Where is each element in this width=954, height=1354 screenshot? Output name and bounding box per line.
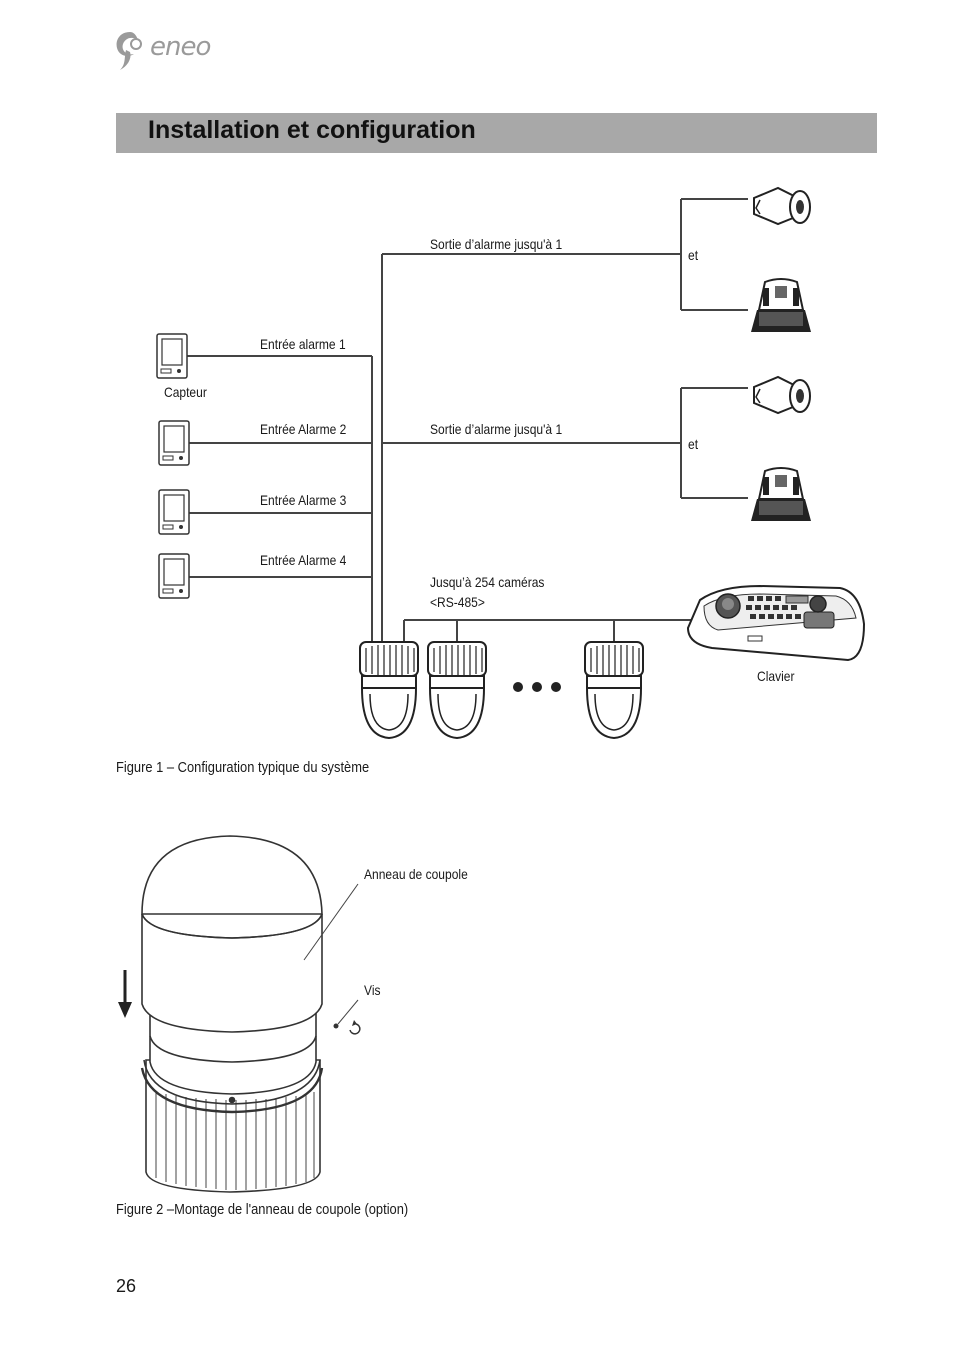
and-label-1: et [688, 247, 699, 263]
alarm-output-label-2: Sortie d’alarme jusqu'à 1 [430, 421, 563, 437]
rs485-label: <RS-485> [430, 594, 485, 610]
page-number: 26 [116, 1276, 137, 1296]
figure-1-caption: Figure 1 – Configuration typique du syst… [116, 759, 370, 776]
alarm-input-label-3: Entrée Alarme 3 [260, 492, 347, 508]
control-keyboard-icon [686, 584, 866, 662]
system-diagram [156, 187, 866, 739]
sensor-label: Capteur [164, 384, 207, 400]
dome-camera-assembly-icon [140, 835, 324, 1193]
figure-2-caption: Figure 2 –Montage de l'anneau de coupole… [116, 1201, 409, 1218]
alarm-input-label-4: Entrée Alarme 4 [260, 552, 347, 568]
ellipsis-dots-icon [513, 682, 561, 692]
screw-icon [333, 1020, 361, 1035]
dome-ring-label: Anneau de coupole [364, 866, 468, 882]
eneo-swirl-icon [116, 32, 142, 70]
keyboard-label: Clavier [757, 668, 795, 684]
alarm-input-label-1: Entrée alarme 1 [260, 336, 346, 352]
alarm-output-label-1: Sortie d’alarme jusqu'à 1 [430, 236, 563, 252]
section-title-bar: Installation et configuration [116, 113, 877, 153]
cameras-label: Jusqu’à 254 caméras [430, 574, 545, 590]
section-title: Installation et configuration [148, 116, 476, 144]
logo-text: eneo [150, 32, 211, 62]
brand-logo: eneo [112, 28, 222, 72]
down-arrow-icon [118, 970, 132, 1018]
alarm-input-label-2: Entrée Alarme 2 [260, 421, 347, 437]
and-label-2: et [688, 436, 699, 452]
screw-label: Vis [364, 982, 381, 998]
